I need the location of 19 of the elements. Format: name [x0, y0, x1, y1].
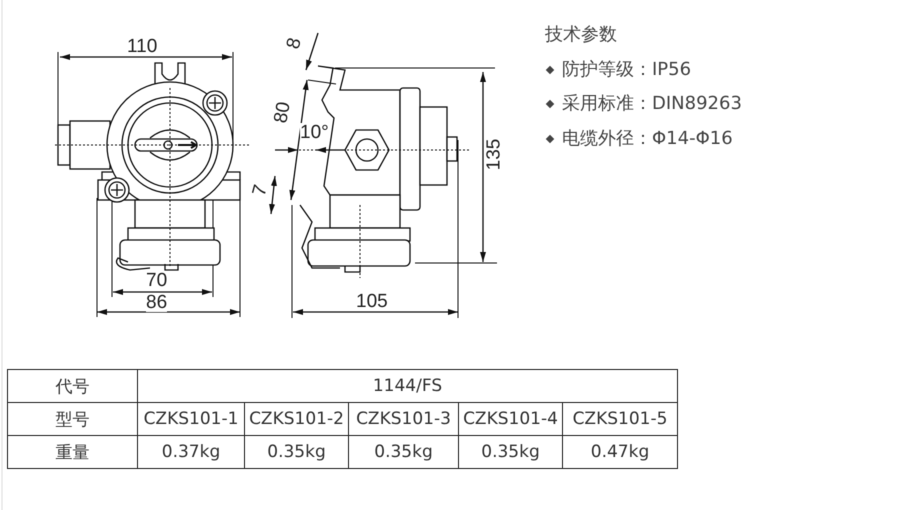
- spec-heading: 技术参数: [545, 26, 617, 44]
- table-cell: CZKS101-1: [138, 402, 244, 436]
- row-header-cell: 型号: [8, 402, 138, 436]
- table-cell: CZKS101-2: [244, 402, 348, 436]
- table-cell: CZKS101-5: [562, 402, 678, 436]
- spec-item: 防护等级：IP56: [562, 61, 692, 79]
- dimension-label: 86: [146, 293, 168, 312]
- table-cell: 0.35kg: [244, 436, 348, 468]
- table-cell: 1144/FS: [138, 370, 678, 402]
- table-cell: 0.35kg: [458, 436, 562, 468]
- spec-item: 电缆外径：Φ14-Φ16: [562, 130, 733, 148]
- table-cell: CZKS101-3: [348, 402, 458, 436]
- row-header-cell: 重量: [8, 436, 138, 468]
- table-cell: 0.37kg: [138, 436, 244, 468]
- table-cell: CZKS101-4: [458, 402, 562, 436]
- row-header-cell: 代号: [8, 370, 138, 402]
- table-cell: 0.35kg: [348, 436, 458, 468]
- table-cell: 0.47kg: [562, 436, 678, 468]
- spec-item: 采用标准：DIN89263: [562, 95, 742, 113]
